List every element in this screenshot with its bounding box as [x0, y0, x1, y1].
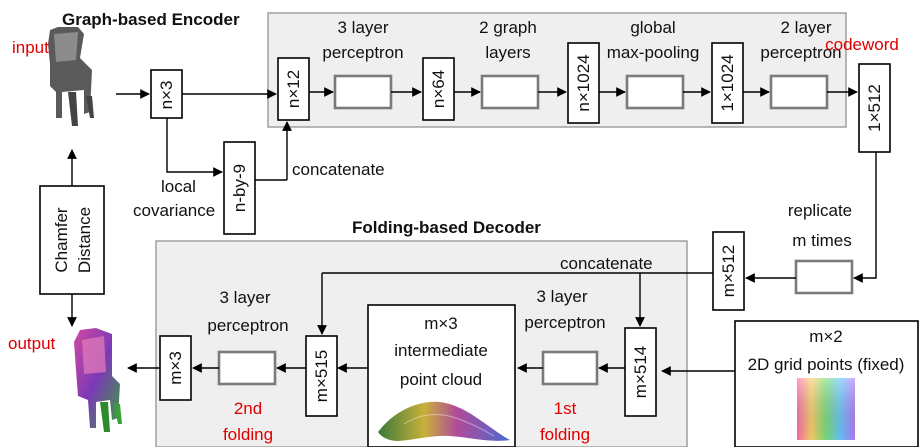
chamfer-distance-box [39, 185, 105, 295]
fold1-percep-line1: 3 layer [536, 287, 587, 306]
n64-box [422, 57, 455, 121]
graph-line1: 2 graph [479, 18, 537, 37]
graph-layers-layer [480, 74, 540, 110]
maxpool-layer [625, 74, 685, 110]
output-chair-image [74, 328, 122, 432]
encoder-concatenate: concatenate [292, 160, 385, 179]
decoder-title: Folding-based Decoder [352, 218, 541, 237]
m512-label: m×512 [719, 245, 738, 297]
replicate-line1: replicate [788, 201, 852, 220]
perceptron3-line1: 3 layer [337, 18, 388, 37]
chamfer-line1: Chamfer [52, 207, 71, 273]
fold2-line1: 2nd [234, 399, 262, 418]
fold1-line1: 1st [554, 399, 577, 418]
m514-box [624, 327, 657, 417]
fold1-percep-line2: perceptron [524, 313, 605, 332]
perceptron2-line2: perceptron [760, 43, 841, 62]
m515-box [305, 335, 338, 417]
inter-line1: m×3 [424, 314, 458, 333]
intermediate-cloud-image [378, 401, 510, 441]
m3-box [159, 335, 192, 401]
n64-label: n×64 [429, 70, 448, 108]
fold1-line2: folding [540, 425, 590, 444]
m512-box [712, 231, 745, 311]
pool-line1: global [630, 18, 675, 37]
replicate-layer [794, 259, 854, 295]
pool-line2: max-pooling [607, 43, 700, 62]
n1024-label: n×1024 [574, 54, 593, 111]
perceptron3-line2: perceptron [322, 43, 403, 62]
inter-line3: point cloud [400, 370, 482, 389]
v512-label: 1×512 [865, 84, 884, 132]
decoder-concatenate: concatenate [560, 254, 653, 273]
fold1-layer [541, 350, 599, 386]
inter-line2: intermediate [394, 341, 488, 360]
m3-label: m×3 [166, 351, 185, 385]
m514-label: m×514 [631, 346, 650, 398]
codeword-label: codeword [825, 35, 899, 54]
v512-box [858, 63, 891, 153]
n1024-box [567, 42, 600, 124]
chamfer-line2: Distance [75, 207, 94, 273]
m515-label: m×515 [312, 350, 331, 402]
n12-label: n×12 [284, 70, 303, 108]
nby9-box [223, 141, 256, 235]
v1024-box [711, 42, 744, 124]
encoder-title: Graph-based Encoder [62, 10, 240, 29]
input-chair-image [48, 27, 94, 126]
grid-line1: m×2 [809, 327, 843, 346]
replicate-line2: m times [792, 231, 852, 250]
fold2-layer [217, 350, 277, 386]
v1024-label: 1×1024 [718, 54, 737, 111]
perceptron3-layer [333, 74, 393, 110]
fold2-percep-line1: 3 layer [219, 288, 270, 307]
input-label: input [12, 38, 49, 57]
fold2-line2: folding [223, 425, 273, 444]
output-label: output [8, 334, 56, 353]
nby9-label: n-by-9 [230, 164, 249, 212]
local-line1: local [161, 177, 196, 196]
perceptron2-line1: 2 layer [780, 18, 831, 37]
local-line2: covariance [133, 201, 215, 220]
n12-box [277, 57, 310, 121]
grid-line2: 2D grid points (fixed) [748, 355, 905, 374]
grid-points-image [797, 378, 855, 440]
perceptron2-layer [769, 74, 829, 110]
fold2-percep-line2: perceptron [207, 316, 288, 335]
graph-line2: layers [485, 43, 530, 62]
n3-label: n×3 [157, 81, 176, 110]
